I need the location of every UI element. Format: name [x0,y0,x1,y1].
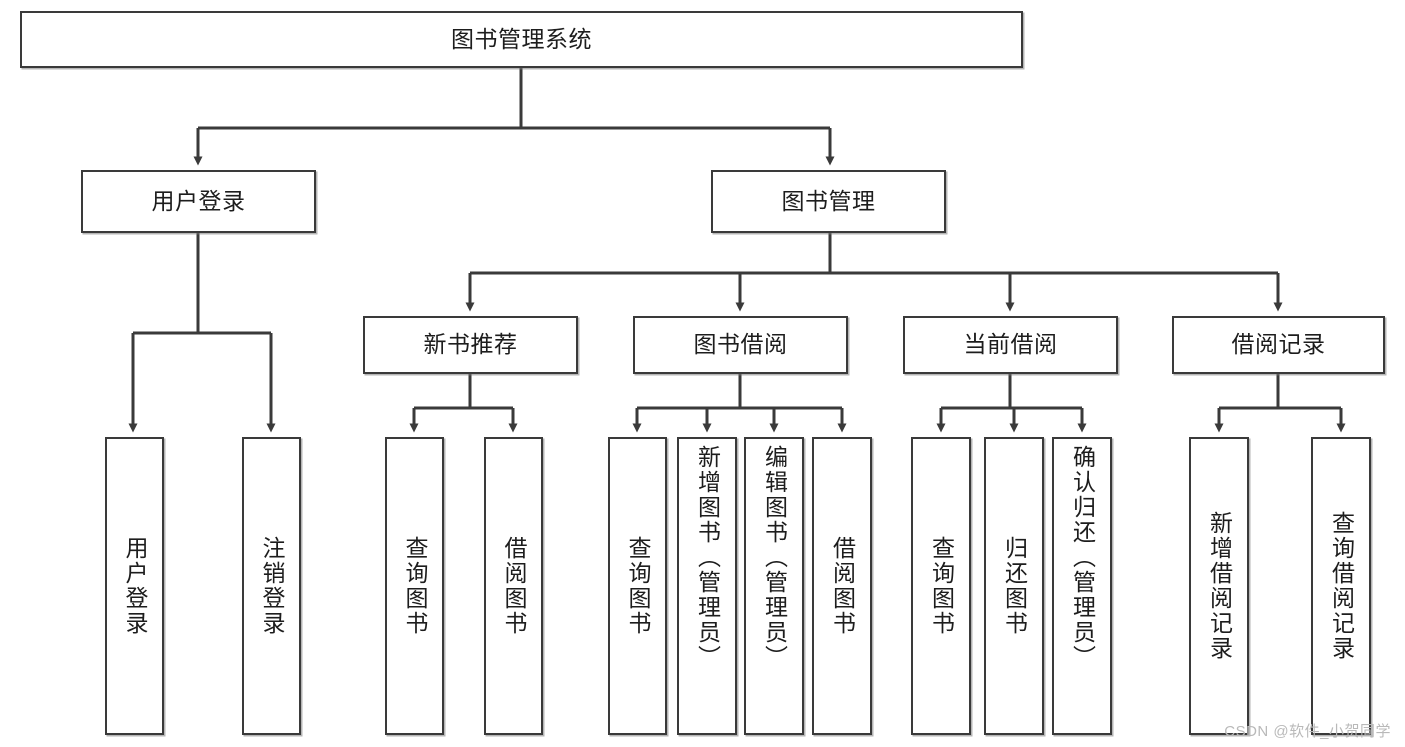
leaf-query-book[interactable]: 查询图书 [608,437,667,735]
node-root[interactable]: 图书管理系统 [20,11,1023,68]
node-new-book-recommend[interactable]: 新书推荐 [363,316,578,374]
leaf-query-book-label: 查询图书 [625,536,651,636]
node-new-book-recommend-label: 新书推荐 [423,331,518,358]
node-current-borrow-label: 当前借阅 [963,331,1058,358]
leaf-borrow-book-recommend-label: 借阅图书 [501,536,527,636]
node-book-borrow[interactable]: 图书借阅 [633,316,848,374]
leaf-confirm-return-admin-label: 确认归还（管理员） [1069,445,1096,670]
leaf-user-login[interactable]: 用户登录 [105,437,164,735]
leaf-query-book-recommend[interactable]: 查询图书 [385,437,444,735]
leaf-edit-book-admin[interactable]: 编辑图书（管理员） [744,437,804,735]
leaf-logout-label: 注销登录 [259,536,285,636]
node-user-login-label: 用户登录 [151,187,246,214]
node-current-borrow[interactable]: 当前借阅 [903,316,1118,374]
leaf-query-borrow-record-label: 查询借阅记录 [1328,511,1355,661]
leaf-add-book-admin-label: 新增图书（管理员） [694,445,721,670]
node-user-login[interactable]: 用户登录 [81,170,316,233]
leaf-borrow-book[interactable]: 借阅图书 [812,437,872,735]
leaf-confirm-return-admin[interactable]: 确认归还（管理员） [1052,437,1112,735]
leaf-add-borrow-record[interactable]: 新增借阅记录 [1189,437,1249,735]
leaf-add-book-admin[interactable]: 新增图书（管理员） [677,437,737,735]
node-book-borrow-label: 图书借阅 [693,331,788,358]
node-borrow-record-label: 借阅记录 [1231,331,1326,358]
node-book-manage[interactable]: 图书管理 [711,170,946,233]
leaf-borrow-book-label: 借阅图书 [829,536,856,636]
leaf-query-borrow-record[interactable]: 查询借阅记录 [1311,437,1371,735]
leaf-add-borrow-record-label: 新增借阅记录 [1206,511,1233,661]
leaf-query-book-current-label: 查询图书 [928,536,955,636]
node-borrow-record[interactable]: 借阅记录 [1172,316,1385,374]
leaf-query-book-recommend-label: 查询图书 [402,536,428,636]
leaf-user-login-label: 用户登录 [122,536,148,636]
leaf-query-book-current[interactable]: 查询图书 [911,437,971,735]
leaf-borrow-book-recommend[interactable]: 借阅图书 [484,437,543,735]
leaf-return-book-label: 归还图书 [1001,536,1028,636]
node-root-label: 图书管理系统 [451,25,592,52]
node-book-manage-label: 图书管理 [781,187,876,214]
leaf-return-book[interactable]: 归还图书 [984,437,1044,735]
leaf-logout[interactable]: 注销登录 [242,437,301,735]
watermark-text: CSDN @软件_小贺同学 [1224,723,1391,740]
leaf-edit-book-admin-label: 编辑图书（管理员） [761,445,788,670]
